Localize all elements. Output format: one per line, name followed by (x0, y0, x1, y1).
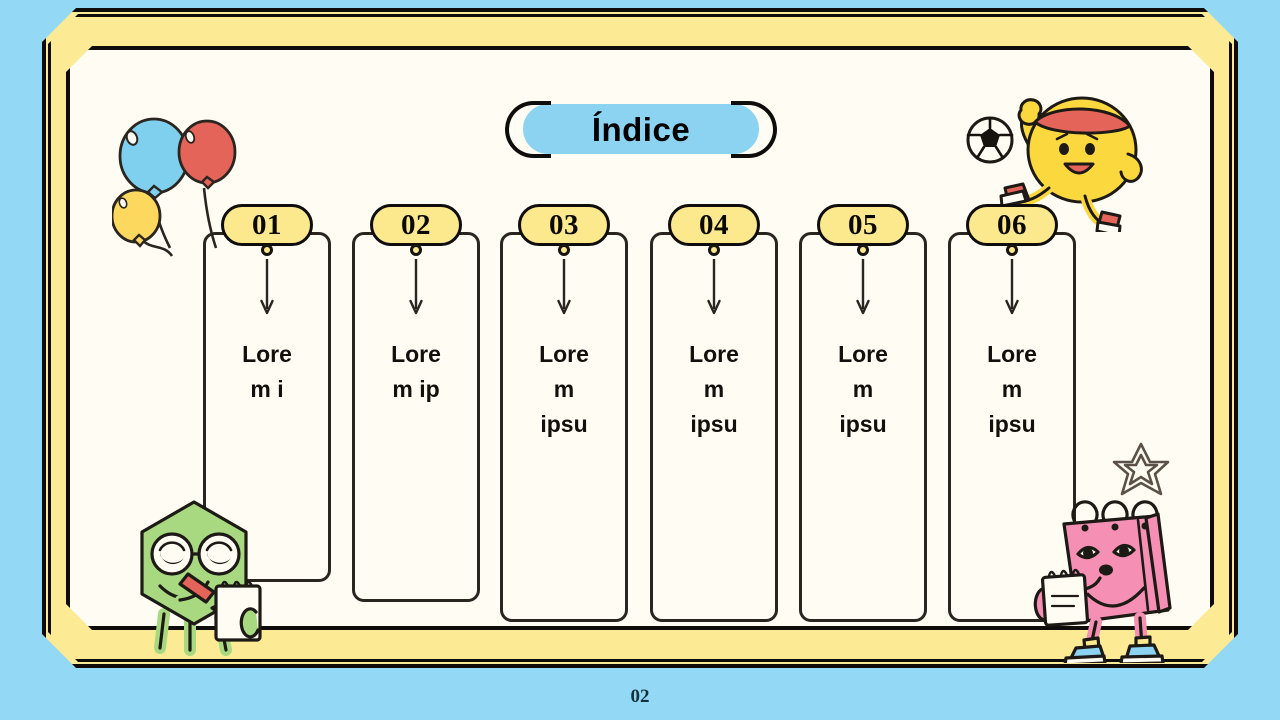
badge-connector-dot (857, 244, 869, 256)
index-card[interactable]: Lorem ip (352, 231, 480, 602)
index-number-badge[interactable]: 01 (221, 204, 313, 246)
index-number-badge[interactable]: 04 (668, 204, 760, 246)
index-number-badge[interactable]: 05 (817, 204, 909, 246)
down-arrow-icon (409, 257, 423, 319)
badge-connector-dot (558, 244, 570, 256)
badge-connector-dot (261, 244, 273, 256)
index-card[interactable]: Lorem ipsu (500, 231, 628, 622)
page-title: Índice (591, 110, 691, 148)
index-card-text: Lorem ipsu (539, 341, 589, 437)
down-arrow-icon (856, 257, 870, 319)
down-arrow-icon (557, 257, 571, 319)
down-arrow-icon (1005, 257, 1019, 319)
index-number-badge[interactable]: 03 (518, 204, 610, 246)
title-pill-background (523, 104, 759, 154)
index-card-text: Lorem ipsu (689, 341, 739, 437)
title-bracket-left-icon (505, 101, 551, 158)
green-hexagon-character-decoration (124, 494, 274, 656)
soccer-character-decoration (965, 92, 1150, 232)
index-number-badge[interactable]: 06 (966, 204, 1058, 246)
index-card-text: Lorem ipsu (987, 341, 1037, 437)
index-card[interactable]: Lorem ipsu (650, 231, 778, 622)
badge-connector-dot (410, 244, 422, 256)
index-card[interactable]: Lorem ipsu (799, 231, 927, 622)
down-arrow-icon (260, 257, 274, 319)
title-badge: Índice (505, 101, 777, 158)
index-card-text: Lorem i (242, 341, 292, 402)
index-card-text: Lorem ipsu (838, 341, 888, 437)
balloons-decoration (112, 108, 252, 258)
title-bracket-right-icon (731, 101, 777, 158)
pink-notebook-character-decoration (1016, 488, 1186, 663)
badge-connector-dot (1006, 244, 1018, 256)
index-number-badge[interactable]: 02 (370, 204, 462, 246)
star-outline-decoration (1110, 440, 1172, 500)
index-card-text: Lorem ip (391, 341, 441, 402)
badge-connector-dot (708, 244, 720, 256)
down-arrow-icon (707, 257, 721, 319)
slide-frame-inner-line (48, 14, 1232, 662)
page-number: 02 (630, 686, 650, 707)
